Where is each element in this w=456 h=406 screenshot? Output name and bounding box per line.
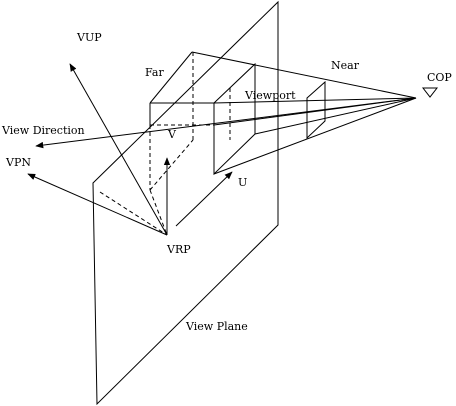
- view-direction-arrow: [35, 97, 417, 149]
- label-vpn: VPN: [5, 156, 31, 169]
- near-plane: [306, 80, 326, 140]
- vrp-to-far-dash: [149, 189, 168, 236]
- frustum-edge-bottom: [213, 97, 417, 175]
- far-plane-hidden-bottom: [149, 139, 194, 191]
- label-vup: VUP: [76, 31, 102, 44]
- view-plane: [92, 0, 279, 406]
- far-plane-top-edge: [149, 51, 193, 104]
- vup-arrow: [69, 63, 168, 236]
- frustum-edge-top: [191, 51, 417, 99]
- vpn-arrow: [27, 173, 168, 236]
- frustum-edge-mid: [254, 97, 417, 135]
- vrp-dash-left: [99, 191, 168, 236]
- label-view-direction: View Direction: [1, 124, 85, 137]
- label-view-plane: View Plane: [185, 320, 248, 333]
- label-vrp: VRP: [166, 243, 191, 256]
- label-u: U: [238, 176, 247, 189]
- frustum-edge-left: [213, 97, 417, 104]
- label-cop: COP: [427, 71, 452, 84]
- u-arrow: [175, 171, 233, 227]
- label-v: V: [167, 128, 177, 141]
- label-far: Far: [145, 66, 164, 79]
- label-viewport: Viewport: [244, 89, 296, 102]
- label-near: Near: [331, 59, 360, 72]
- cop-triangle-icon: [421, 87, 439, 98]
